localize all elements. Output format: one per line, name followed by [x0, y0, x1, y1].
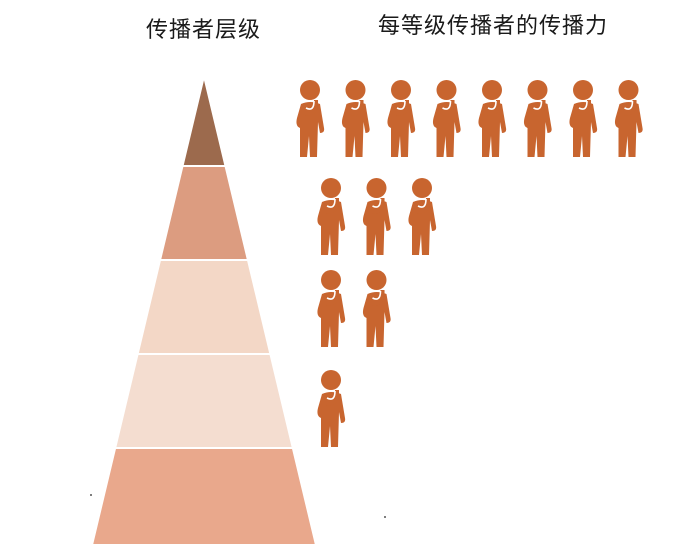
person-thinking-icon [317, 370, 346, 447]
person-thinking-icon [569, 80, 598, 157]
person-thinking-icon [341, 80, 370, 157]
dot-mark [384, 516, 386, 518]
person-thinking-icon [317, 270, 346, 347]
dot-mark [90, 494, 92, 496]
person-thinking-icon [432, 80, 461, 157]
person-thinking-icon [408, 178, 437, 255]
spread-power-title: 每等级传播者的传播力 [378, 14, 609, 39]
person-thinking-icon [523, 80, 552, 157]
person-thinking-icon [614, 80, 643, 157]
person-thinking-icon [362, 270, 391, 347]
pyramid-level-5 [90, 447, 318, 546]
person-thinking-icon [387, 80, 416, 157]
pyramid-title: 传播者层级 [146, 18, 262, 43]
person-thinking-icon [362, 178, 391, 255]
person-thinking-icon [317, 178, 346, 255]
person-thinking-icon [478, 80, 507, 157]
person-thinking-icon [296, 80, 325, 157]
